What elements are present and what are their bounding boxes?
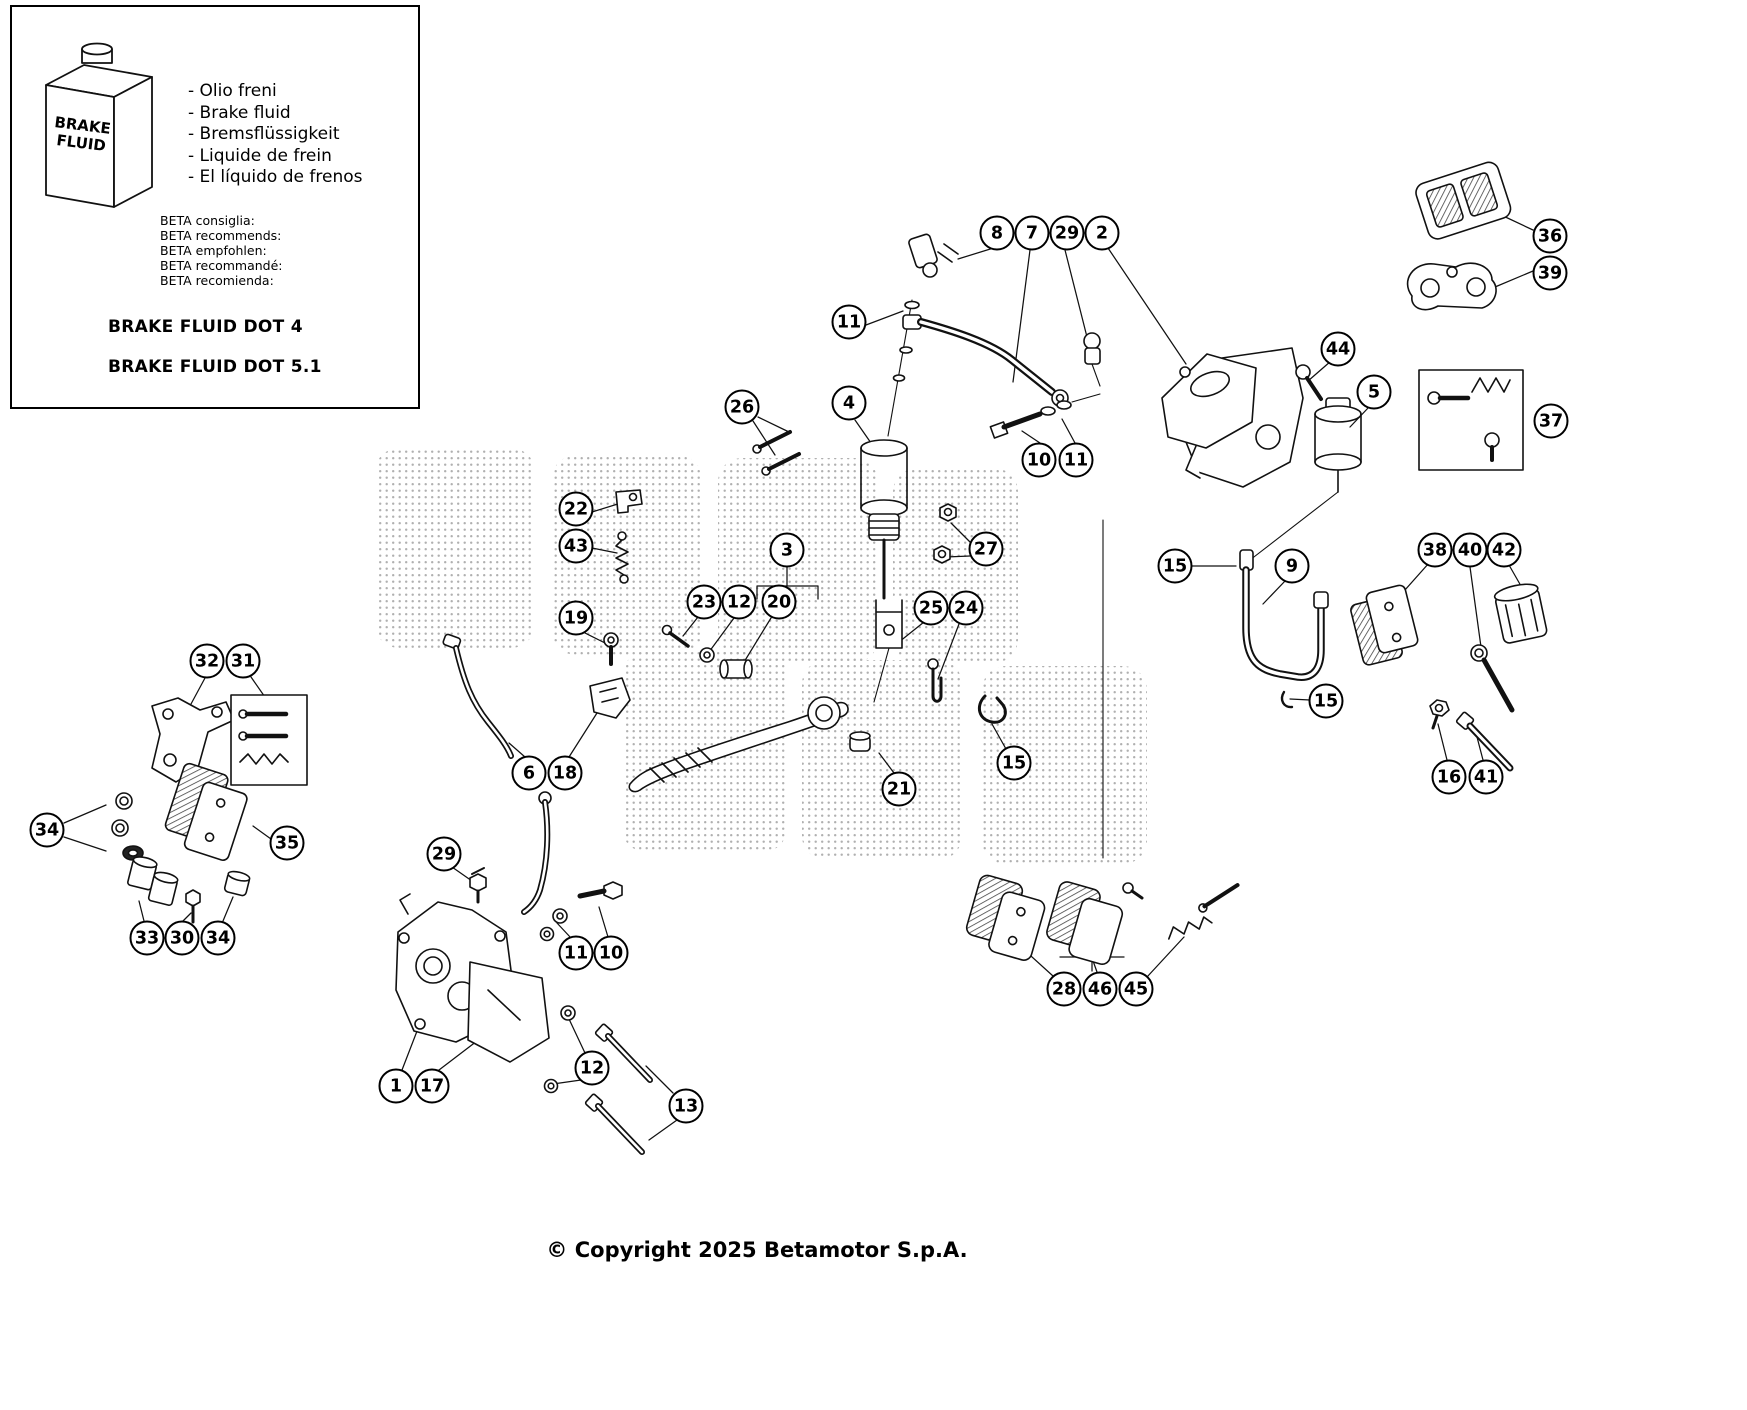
brake-pedal: [628, 696, 849, 793]
fluid-reservoir: [1314, 397, 1362, 493]
spring-kit-45: [1168, 883, 1240, 940]
beta-recommendation-list: BETA consiglia:BETA recommends:BETA empf…: [160, 213, 283, 288]
brake-fluid-info-box: BRAKE FLUID - Olio freni- Brake fluid- B…: [10, 5, 420, 409]
small-bolt-45: [1122, 882, 1144, 900]
watermark-pattern: [375, 448, 1147, 864]
bottle-label-line2: FLUID: [56, 131, 107, 155]
banjo-bolt-lower: [539, 881, 623, 942]
rear-pads-46: [1046, 881, 1124, 966]
return-spring-43: [615, 531, 629, 584]
pad-kit-36: [1415, 161, 1512, 240]
bolt-19: [603, 632, 619, 666]
fluid-name-line: - Bremsflüssigkeit: [188, 124, 340, 144]
brake-fluid-dot4-label: BRAKE FLUID DOT 4: [108, 317, 303, 337]
clevis-25: [875, 599, 903, 649]
upper-brake-hose: [887, 299, 1069, 437]
cylinder-part-42: [1493, 583, 1548, 644]
front-brake-caliper: [395, 893, 550, 1063]
caliper-hose-lower: [521, 791, 552, 915]
washer-12: [699, 647, 715, 663]
copyright-text: © Copyright 2025 Betamotor S.p.A.: [546, 1238, 968, 1262]
caliper-pistons-33: [127, 856, 179, 906]
beta-recommendation-line: BETA recomienda:: [160, 273, 274, 288]
bracket-22: [615, 489, 643, 514]
fluid-name-line: - Brake fluid: [188, 102, 291, 123]
rear-pads-28: [965, 874, 1046, 961]
reservoir-hose: [1239, 549, 1329, 709]
master-cylinder: [860, 439, 908, 600]
bleeder-30: [185, 889, 201, 924]
fluid-name-list: - Olio freni- Brake fluid- Bremsflüssigk…: [188, 81, 362, 189]
bracket-39: [1406, 262, 1497, 311]
front-brake-hose-6: [442, 633, 514, 759]
pedal-bracket-18: [589, 677, 631, 719]
nut-16: [1429, 699, 1450, 730]
dust-boot-34: [223, 870, 251, 897]
spring-clip-15: [977, 694, 1007, 724]
beta-recommendation-line: BETA consiglia:: [160, 213, 255, 228]
brake-fluid-bottle: BRAKE FLUID: [45, 42, 153, 208]
leader-lines: [63, 213, 1534, 1141]
piston-seals-34: [111, 792, 144, 861]
fluid-name-line: - Liquide de frein: [188, 145, 332, 166]
caliper-bolt-40: [1470, 644, 1515, 713]
banjo-bolt-upper: [989, 393, 1101, 439]
beta-recommendation-line: BETA recommends:: [160, 228, 282, 243]
fluid-name-line: - Olio freni: [188, 81, 277, 101]
caliper-bracket-32: [151, 697, 235, 783]
pedal-bumper-21: [849, 731, 871, 752]
nuts-27: [933, 503, 957, 564]
abs-sensor-part: [1083, 332, 1101, 387]
pin-kit-37: [1418, 369, 1524, 471]
stop-switch-part: [908, 233, 959, 278]
brake-fluid-dot51-label: BRAKE FLUID DOT 5.1: [108, 357, 322, 377]
beta-recommendation-line: BETA recommandé:: [160, 258, 283, 273]
rear-brake-caliper: [1161, 347, 1304, 488]
pivot-bushing-20: [719, 659, 753, 679]
reservoir-bolt-44: [1295, 364, 1323, 401]
beta-recommendation-line: BETA empfohlen:: [160, 243, 267, 258]
pin-kit-31: [230, 694, 308, 786]
pins-26: [752, 430, 801, 476]
fluid-name-line: - El líquido de frenos: [188, 167, 363, 187]
rear-brake-pads-38: [1350, 584, 1419, 666]
front-brake-pads-35: [164, 762, 248, 861]
caliper-bolts-lower: [543, 1005, 653, 1155]
bleed-valve-29: [469, 867, 487, 904]
clevis-pin-24: [927, 658, 943, 703]
pivot-pin-23: [661, 624, 690, 648]
